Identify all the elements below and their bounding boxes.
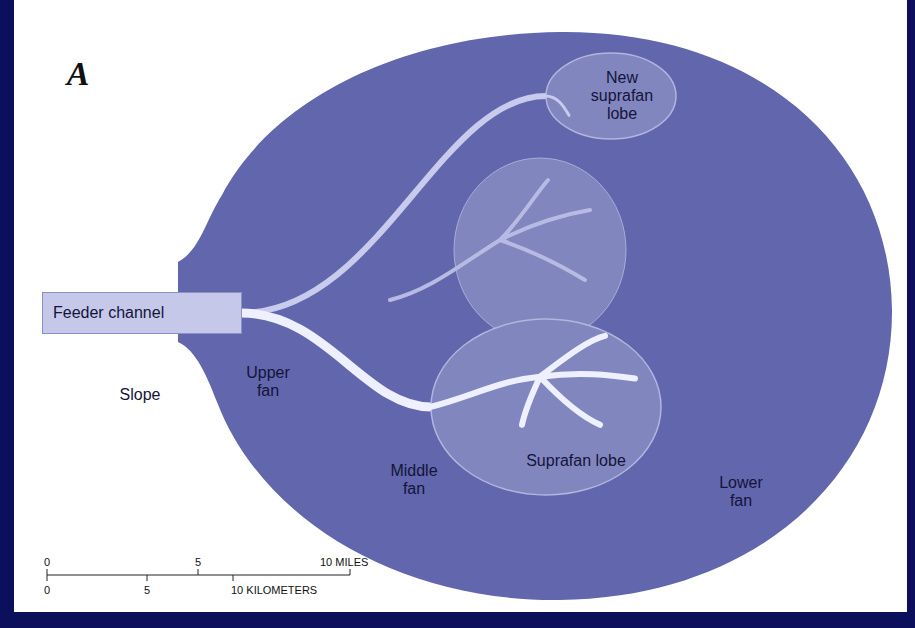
scale-number: 5 <box>137 584 157 596</box>
node-label: Feeder channel <box>53 304 164 322</box>
scale-unit: 10 KILOMETERS <box>231 584 341 596</box>
scale-bar <box>47 569 350 581</box>
node-label: New suprafan lobe <box>582 69 662 123</box>
fan-body <box>178 32 892 600</box>
channel-connector <box>241 96 546 313</box>
suprafan-lobe: New suprafan lobe <box>545 52 677 140</box>
panel-letter: A <box>58 56 98 92</box>
middle-lobe-channels <box>390 180 590 300</box>
region-name: Slope <box>105 386 175 404</box>
distributary-channels <box>545 96 569 115</box>
lobe-shape <box>431 319 661 495</box>
scale-number: 0 <box>37 584 57 596</box>
region-name: Lower fan <box>711 474 771 510</box>
distributary-channels <box>430 336 635 425</box>
suprafan-lobe: Suprafan lobe <box>430 318 662 496</box>
feeder-channel-box: Feeder channel <box>42 292 242 334</box>
region-name: Middle fan <box>384 462 444 498</box>
scale-unit: 10 MILES <box>320 556 400 568</box>
scale-number: 5 <box>188 556 208 568</box>
node-label: Suprafan lobe <box>526 452 626 470</box>
lobe-shape <box>546 53 676 139</box>
region-name: Upper fan <box>238 364 298 400</box>
middle-lobe <box>454 158 626 342</box>
lobe-outline <box>430 318 662 496</box>
scale-number: 0 <box>37 556 57 568</box>
